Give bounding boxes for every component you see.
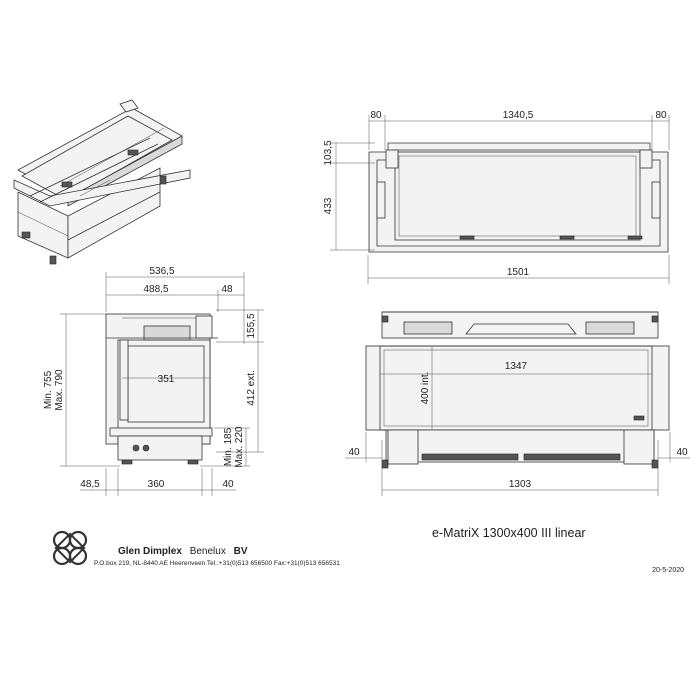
top-dim-depth-front: 103,5 <box>323 140 334 165</box>
brand-name: Glen Dimplex Benelux BV <box>118 546 248 557</box>
celtic-knot-logo <box>52 530 88 566</box>
brand-name-bold: Glen Dimplex <box>118 546 182 557</box>
side-dim-opening-depth: 351 <box>158 374 175 385</box>
drawing-date: 20-5-2020 <box>652 567 684 574</box>
side-dim-top-gap: 155,5 <box>246 313 257 338</box>
side-dim-bottom-center: 360 <box>148 479 165 490</box>
side-dim-opening-ext: 412 ext. <box>246 370 257 406</box>
side-dim-width-total: 536,5 <box>149 266 174 277</box>
brand-address: P.O.box 219, NL-8440 AE Heerenveen Tel.:… <box>94 560 340 567</box>
front-dim-inner-width: 1347 <box>505 361 528 372</box>
model-name: e-MatriX 1300x400 III linear <box>432 526 586 540</box>
top-view: 80 1340,5 80 103,5 433 1501 <box>323 110 670 284</box>
side-dim-bottom-left: 48,5 <box>80 479 100 490</box>
side-view: 536,5 488,5 48 155,5 412 ext. 351 Min. 7… <box>43 266 264 496</box>
side-dim-overhang: 48 <box>221 284 233 295</box>
brand-name-bv: BV <box>234 546 248 557</box>
side-dim-height-max: Max. 790 <box>54 369 65 411</box>
side-dim-width-inner: 488,5 <box>143 284 168 295</box>
title-block: Glen Dimplex Benelux BV P.O.box 219, NL-… <box>52 526 684 574</box>
brand-name-regular: Benelux <box>190 546 226 557</box>
top-dim-total-width: 1501 <box>507 267 530 278</box>
vent-grille <box>421 453 621 461</box>
front-dim-inner-height: 400 int. <box>420 372 431 405</box>
front-view: 1347 400 int. 40 40 1303 <box>345 311 690 496</box>
top-dim-left: 80 <box>370 110 382 121</box>
front-dim-left: 40 <box>348 447 360 458</box>
side-dim-foot-min: Min. 185 <box>223 427 234 466</box>
front-dim-right: 40 <box>676 447 688 458</box>
side-dim-height-min: Min. 755 <box>43 370 54 409</box>
side-dim-bottom-right: 40 <box>222 479 234 490</box>
side-dim-foot-max: Max. 220 <box>234 426 245 468</box>
front-dim-bottom-width: 1303 <box>509 479 532 490</box>
top-dim-depth-body: 433 <box>323 197 334 214</box>
top-dim-right: 80 <box>655 110 667 121</box>
top-dim-center: 1340,5 <box>503 110 534 121</box>
isometric-view <box>13 99 191 265</box>
